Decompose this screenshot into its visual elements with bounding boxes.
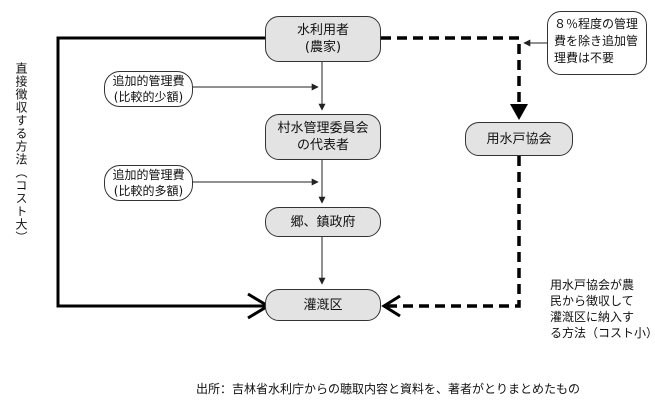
node-water-user-association: 用水戸協会 — [465, 122, 573, 156]
assoc-method-line-2: 民から徴収して — [550, 294, 634, 308]
direct-method-label: 直接徴収する方法（コスト大） — [14, 62, 28, 244]
assoc-arrowhead-bottom — [381, 294, 401, 318]
note-fee-exempt: ８％程度の管理 費を除き追加管 理費は不要 — [547, 11, 647, 75]
note-additional-fee-small: 追加的管理費 (比較的少額) — [104, 71, 193, 107]
assoc-method-line-1: 用水戸協会が農 — [550, 278, 635, 292]
township-label: 郷、鎮政府 — [290, 214, 356, 230]
node-farmer: 水利用者 (農家) — [265, 16, 381, 62]
assoc-method-text: 用水戸協会が農 民から徴収して 灌漑区に納入す る方法（コスト小） — [550, 277, 655, 341]
node-township: 郷、鎮政府 — [265, 207, 381, 237]
source-note: 出所：吉林省水利庁からの聴取内容と資料を、著者がとりまとめたもの — [196, 382, 581, 396]
assoc-path-bottom — [386, 156, 521, 308]
fee-exempt-line-2: 費を除き追加管 — [554, 34, 639, 48]
fee-exempt-line-3: 理費は不要 — [554, 51, 615, 65]
fee-large-line-2: (比較的多額) — [113, 184, 184, 198]
irrigation-district-label: 灌漑区 — [303, 297, 343, 313]
fee-small-line-1: 追加的管理費 — [112, 74, 185, 88]
node-irrigation-district: 灌漑区 — [265, 289, 381, 321]
water-user-association-label: 用水戸協会 — [486, 131, 552, 147]
farmer-line-2: (農家) — [304, 40, 342, 55]
direct-collection-path — [56, 36, 272, 308]
assoc-method-line-4: る方法（コスト小） — [550, 326, 655, 340]
committee-line-2: の代表者 — [296, 138, 349, 153]
assoc-method-line-3: 灌漑区に納入す — [550, 310, 635, 324]
committee-line-1: 村水管理委員会 — [277, 121, 369, 136]
note-additional-fee-large: 追加的管理費 (比較的多額) — [104, 165, 193, 201]
assoc-arrowhead-top — [510, 104, 528, 120]
node-committee: 村水管理委員会 の代表者 — [265, 114, 381, 160]
fee-large-line-1: 追加的管理費 — [112, 168, 185, 182]
fee-exempt-line-1: ８％程度の管理 — [554, 17, 639, 31]
farmer-line-1: 水利用者 — [296, 23, 349, 38]
assoc-path-top — [381, 36, 521, 110]
fee-small-line-2: (比較的少額) — [113, 90, 184, 104]
